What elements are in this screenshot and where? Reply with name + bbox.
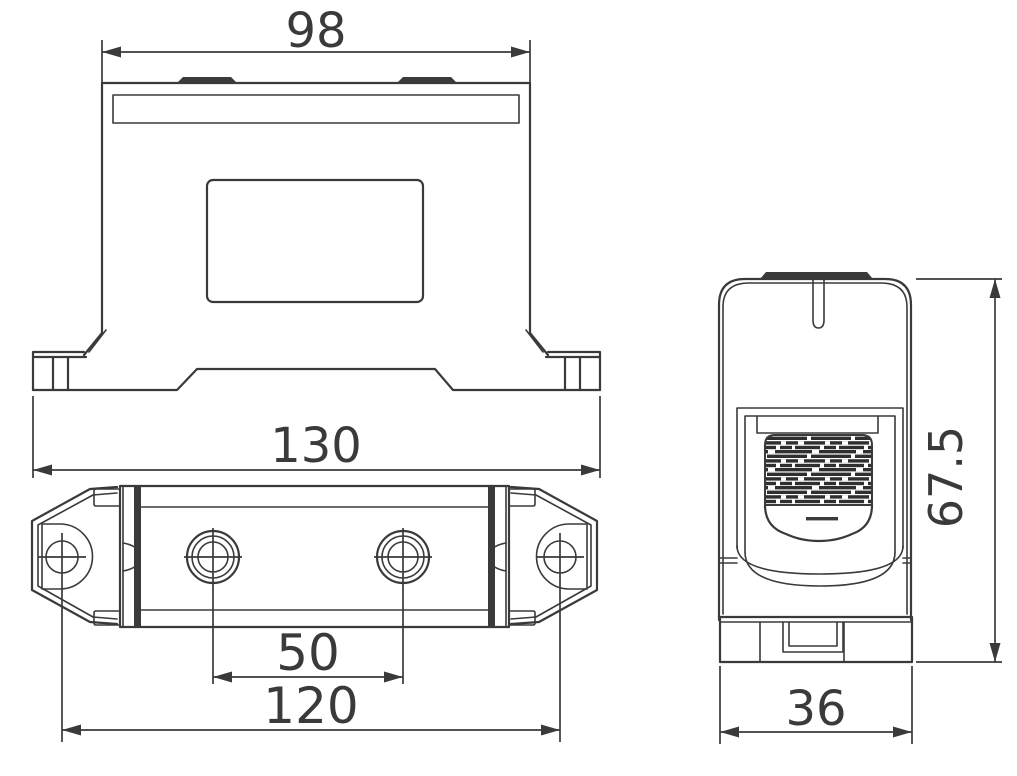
side-clamp-tick — [806, 517, 838, 521]
dim-36-lines — [719, 666, 913, 744]
dim-50-arrow-left — [213, 671, 232, 683]
dim-front-overall-width: 130 — [32, 396, 601, 478]
plan-right-hole-crosshair — [536, 533, 584, 581]
side-window-frame — [736, 407, 904, 553]
side-inner-shell — [722, 282, 908, 615]
dim-36-arrow-left — [720, 726, 739, 738]
dim-98-arrow-right — [511, 46, 530, 58]
front-lid-band — [112, 94, 520, 124]
plan-left-hole-crosshair — [38, 533, 86, 581]
side-top-slot — [812, 278, 825, 329]
plan-left-bar — [134, 486, 141, 627]
side-clamp-bottom — [763, 503, 874, 543]
plan-corner-clips — [93, 488, 536, 626]
dim-50-label: 50 — [276, 624, 340, 682]
front-left-side — [82, 81, 104, 357]
side-top-strip — [760, 272, 873, 279]
plan-body — [118, 484, 511, 629]
dim-120-lines — [61, 581, 561, 742]
dim-plan-mount-holes: 120 — [61, 581, 561, 742]
side-base — [718, 615, 914, 664]
front-label-plate — [205, 178, 425, 304]
plan-left-bracket-inner — [37, 492, 118, 620]
front-view — [31, 77, 602, 392]
front-right-foot — [544, 350, 602, 392]
dim-67_5-label: 67.5 — [919, 426, 973, 528]
plan-right-bracket-pocket — [535, 523, 588, 590]
plan-body-inner-lines — [122, 485, 507, 628]
side-base-notch — [782, 621, 844, 653]
side-channel-arc-outer — [736, 545, 904, 575]
plan-wall-bumps — [122, 542, 507, 572]
dim-67_5-arrow-top — [989, 279, 1001, 298]
plan-right-bar — [488, 486, 495, 627]
front-top-clip-right — [397, 77, 457, 83]
side-wall-ticks — [718, 557, 912, 564]
dim-120-label: 120 — [263, 677, 358, 735]
side-view — [717, 272, 914, 664]
plan-terminal-hole-right — [374, 528, 432, 586]
plan-right-bracket-inner — [510, 492, 592, 620]
dim-50-lines — [212, 586, 404, 684]
dim-front-top-width: 98 — [101, 3, 531, 83]
dim-side-depth: 36 — [719, 666, 913, 744]
dim-98-label: 98 — [285, 3, 346, 59]
plan-terminal-hole-left — [184, 528, 242, 586]
front-right-side — [528, 81, 550, 357]
front-bottom-profile — [31, 367, 602, 392]
dim-98-lines — [101, 40, 531, 83]
dim-67_5-lines — [916, 278, 1002, 663]
dim-98-arrow-left — [102, 46, 121, 58]
dim-120-arrow-right — [541, 724, 560, 736]
front-top-clip-left — [177, 77, 237, 83]
dim-130-lines — [32, 396, 601, 478]
dim-130-arrow-right — [581, 464, 600, 476]
front-left-foot — [31, 350, 88, 392]
side-window-band — [756, 415, 879, 434]
plan-left-bracket-pocket — [41, 523, 94, 590]
dim-36-arrow-right — [893, 726, 912, 738]
dim-130-arrow-left — [33, 464, 52, 476]
side-clamp-hatch — [764, 434, 873, 506]
plan-left-bracket-outer — [30, 485, 119, 626]
side-base-inner — [719, 621, 913, 663]
plan-right-bracket-outer — [509, 485, 599, 626]
dim-120-arrow-left — [62, 724, 81, 736]
dim-side-height: 67.5 — [916, 278, 1002, 663]
front-left-taper-inner — [88, 329, 107, 353]
dim-67_5-arrow-bottom — [989, 643, 1001, 662]
side-channel-arc-inner — [744, 551, 896, 587]
dim-plan-center-holes: 50 — [212, 586, 404, 684]
front-right-taper-inner — [525, 329, 544, 353]
dim-130-label: 130 — [270, 418, 362, 474]
dim-50-arrow-right — [384, 671, 403, 683]
dim-36-label: 36 — [785, 681, 846, 737]
plan-view — [30, 484, 599, 629]
